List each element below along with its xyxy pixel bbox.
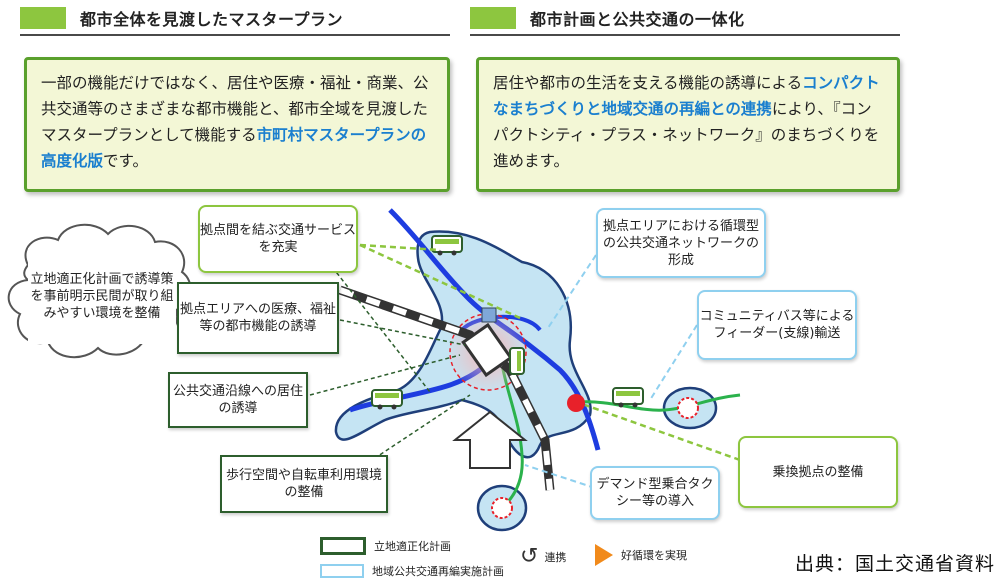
leader-line	[649, 324, 698, 401]
header-right-title: 都市計画と公共交通の一体化	[530, 10, 745, 29]
legend-label-transport: 地域公共交通再編実施計画	[372, 565, 504, 578]
callout-loop: 拠点エリアにおける循環型の公共交通ネットワークの形成	[596, 208, 766, 278]
header-accent-bar	[470, 7, 516, 29]
bus-icon	[371, 389, 403, 410]
header-master-plan: 都市全体を見渡したマスタープラン	[20, 2, 450, 36]
legend-label-link: 連携	[544, 550, 567, 564]
leader-line	[524, 464, 596, 489]
header-underline	[470, 34, 900, 36]
legend-swatch-dark-green	[320, 537, 366, 555]
legend-cycle: 好循環を実現	[595, 544, 687, 566]
transport-description: 居住や都市の生活を支える機能の誘導によるコンパクトなまちづくりと地域交通の再編と…	[476, 57, 900, 192]
transfer-hub	[567, 394, 585, 412]
legend-swatch-light-blue	[320, 564, 364, 578]
station-building	[461, 322, 513, 378]
callout-feeder: コミュニティバス等によるフィーダー(支線)輸送	[697, 290, 857, 360]
legend-transport: 地域公共交通再編実施計画	[320, 563, 504, 579]
header-underline	[20, 34, 450, 36]
bus-icon	[612, 387, 644, 408]
desc-highlight: コンパクトなまちづくりと地域交通の再編との連携	[493, 74, 880, 118]
header-left-title: 都市全体を見渡したマスタープラン	[80, 10, 344, 29]
callout-demand: デマンド型乗合タクシー等の導入	[590, 466, 720, 520]
desc-highlight: 市町村マスタープランの高度化版	[41, 126, 427, 170]
callout-walk: 歩行空間や自転車利用環境の整備	[220, 455, 388, 513]
orange-arrow-icon	[595, 544, 613, 566]
callout-medical: 拠点エリアへの医療、福祉等の都市機能の誘導	[177, 282, 339, 354]
leader-line	[584, 403, 741, 462]
building-icon	[481, 307, 497, 323]
satellite-stop-east	[677, 397, 699, 419]
desc-text: 居住や都市の生活を支える機能の誘導による	[493, 74, 803, 92]
master-plan-description: 一部の機能だけではなく、居住や医療・福祉・商業、公共交通等のさまざまな都市機能と…	[24, 57, 450, 192]
legend-label-plan: 立地適正化計画	[374, 540, 451, 553]
desc-text-end: により、『コンパクトシティ・プラス・ネットワーク』のまちづくりを進めます。	[493, 100, 880, 170]
bus-icon	[509, 347, 525, 375]
legend-plan: 立地適正化計画	[320, 537, 451, 555]
header-transport: 都市計画と公共交通の一体化	[470, 2, 900, 36]
callout-residence: 公共交通沿線への居住の誘導	[168, 372, 308, 428]
cycle-arrows-icon: ↺	[520, 544, 539, 569]
cloud-callout: 立地適正化計画で誘導策を事前明示民間が取り組みやすい環境を整備	[28, 248, 176, 344]
leader-line	[339, 319, 466, 346]
desc-text-end: です。	[103, 152, 148, 170]
feeder-route-east	[579, 393, 741, 412]
source-credit: 出典：国土交通省資料	[794, 553, 995, 575]
header-accent-bar	[20, 7, 66, 29]
railway-track-dash	[339, 287, 553, 491]
callout-transfer: 乗換拠点の整備	[738, 436, 898, 508]
leader-line	[309, 354, 461, 396]
bus-icon	[431, 235, 463, 256]
leader-line	[547, 254, 597, 329]
satellite-stop-south	[491, 497, 513, 519]
desc-text: 一部の機能だけではなく、居住や医療・福祉・商業、公共交通等のさまざまな都市機能と…	[41, 74, 429, 144]
legend-label-cycle: 好循環を実現	[621, 549, 687, 562]
callout-kyoten-link: 拠点間を結ぶ交通サービスを充実	[198, 205, 358, 273]
up-arrow-icon	[452, 410, 528, 469]
legend-link: ↺ 連携	[520, 544, 566, 569]
leader-line	[359, 243, 441, 252]
